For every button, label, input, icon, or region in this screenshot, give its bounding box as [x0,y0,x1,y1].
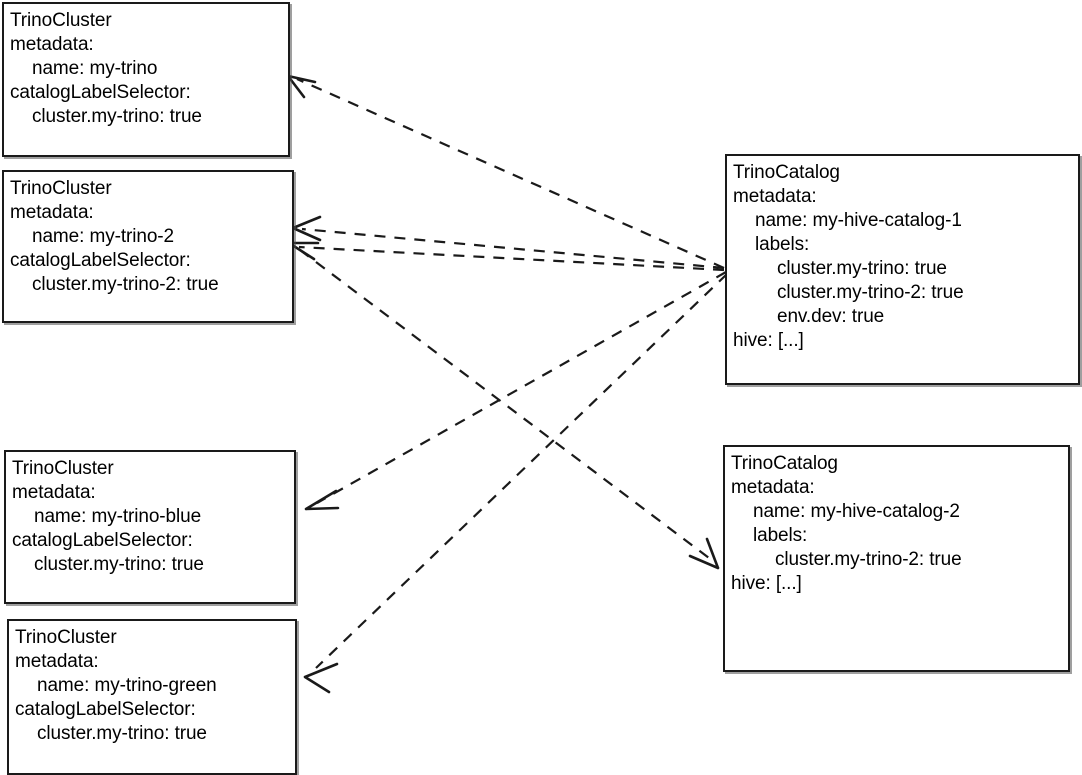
node-line: TrinoCatalog [733,162,840,183]
node-line: TrinoCluster [15,627,117,648]
node-line: TrinoCatalog [731,453,838,474]
node-line: cluster.my-trino: true [37,723,207,744]
edge-my-trino-2-to-catalog2 [299,249,720,570]
node-line: labels: [753,525,808,546]
node-line: cluster.my-trino: true [777,258,947,279]
node-line: cluster.my-trino-2: true [777,282,964,303]
edge-catalog1-to-my-trino-2-b [287,241,725,272]
node-line: name: my-trino-blue [34,506,202,527]
node-line: cluster.my-trino-2: true [32,274,219,295]
node-line: catalogLabelSelector: [10,250,191,271]
node-trinocluster-my-trino[interactable]: TrinoCluster metadata: name: my-trino ca… [2,2,290,157]
node-line: env.dev: true [777,306,885,327]
node-line: cluster.my-trino: true [34,554,204,575]
node-trinocluster-my-trino-blue[interactable]: TrinoCluster metadata: name: my-trino-bl… [4,450,296,604]
node-line: name: my-trino-2 [32,226,174,247]
node-line: metadata: [731,477,815,498]
node-line: hive: [...] [731,573,802,594]
node-line: name: my-hive-catalog-1 [755,210,962,231]
node-line: name: my-trino-green [37,675,217,696]
node-line: metadata: [733,186,817,207]
edge-catalog1-to-my-trino-green [303,273,728,694]
node-line: labels: [755,234,810,255]
node-line: catalogLabelSelector: [12,530,193,551]
node-line: TrinoCluster [12,458,114,479]
node-line: metadata: [15,651,99,672]
node-line: name: my-hive-catalog-2 [753,501,960,522]
edge-catalog1-to-my-trino-blue [304,271,727,511]
node-line: cluster.my-trino: true [32,106,202,127]
node-line: metadata: [10,202,94,223]
node-line: catalogLabelSelector: [10,82,191,103]
node-line: catalogLabelSelector: [15,699,196,720]
edge-catalog1-to-my-trino [286,74,725,270]
node-trinocluster-my-trino-green[interactable]: TrinoCluster metadata: name: my-trino-gr… [7,619,297,775]
node-line: name: my-trino [32,58,158,79]
node-line: TrinoCluster [10,178,112,199]
edge-catalog1-to-my-trino-2-a [291,215,725,270]
node-line: metadata: [12,482,96,503]
node-trinocluster-my-trino-2[interactable]: TrinoCluster metadata: name: my-trino-2 … [2,170,294,323]
node-trinocatalog-my-hive-catalog-1[interactable]: TrinoCatalog metadata: name: my-hive-cat… [725,154,1080,385]
node-line: hive: [...] [733,330,804,351]
node-line: TrinoCluster [10,10,112,31]
node-line: metadata: [10,34,94,55]
node-line: cluster.my-trino-2: true [775,549,962,570]
node-trinocatalog-my-hive-catalog-2[interactable]: TrinoCatalog metadata: name: my-hive-cat… [723,445,1070,672]
